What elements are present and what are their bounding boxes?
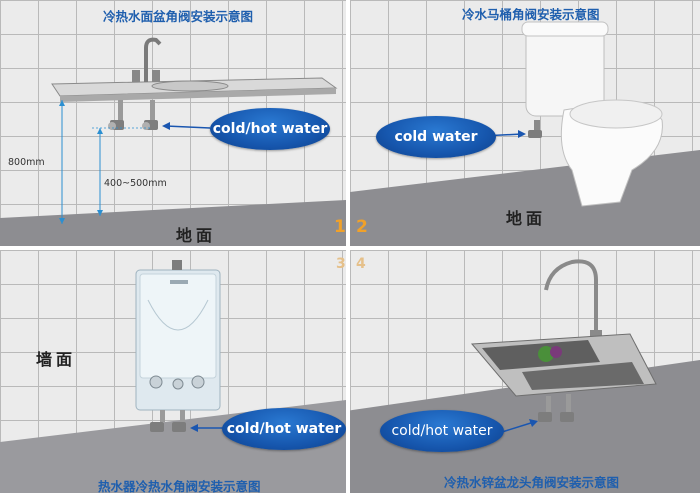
number-2: 2 (356, 217, 368, 237)
panel-basin: 冷热水面盆角阀安装示意图 cold/hot water 800mm 400~50… (0, 0, 346, 246)
panel-title: 冷水马桶角阀安装示意图 (462, 7, 600, 22)
floor-label: 地面 (176, 226, 217, 245)
panel-water-heater: 墙面 cold/hot water 热水器冷热水角阀安装示意图 3 (0, 250, 346, 493)
dimension-400-500: 400~500mm (104, 178, 167, 189)
cold-hot-water-bubble: cold/hot water (222, 408, 346, 450)
water-heater-illustration (135, 260, 224, 432)
floor-label: 地面 (506, 209, 547, 228)
cold-water-bubble: cold water (376, 116, 496, 158)
dimension-800: 800mm (8, 157, 45, 168)
cold-hot-water-bubble: cold/hot water (210, 108, 330, 150)
sink-illustration (470, 259, 657, 433)
cold-hot-water-bubble: cold/hot water (380, 410, 504, 452)
panel-toilet: 冷水马桶角阀安装示意图 cold water 地面 2 (350, 0, 700, 246)
panel-kitchen-sink: cold/hot water 冷热水锌盆龙头角阀安装示意图 4 (350, 250, 700, 493)
panel-title: 冷热水面盆角阀安装示意图 (103, 9, 254, 24)
toilet-illustration (481, 21, 663, 207)
basin-illustration (51, 37, 338, 224)
panel-caption: 冷热水锌盆龙头角阀安装示意图 (444, 475, 620, 490)
number-1: 1 (334, 217, 346, 237)
wall-label: 墙面 (36, 350, 77, 369)
panel-caption: 热水器冷热水角阀安装示意图 (98, 479, 261, 493)
number-3: 3 (336, 256, 346, 272)
number-4: 4 (356, 256, 366, 272)
